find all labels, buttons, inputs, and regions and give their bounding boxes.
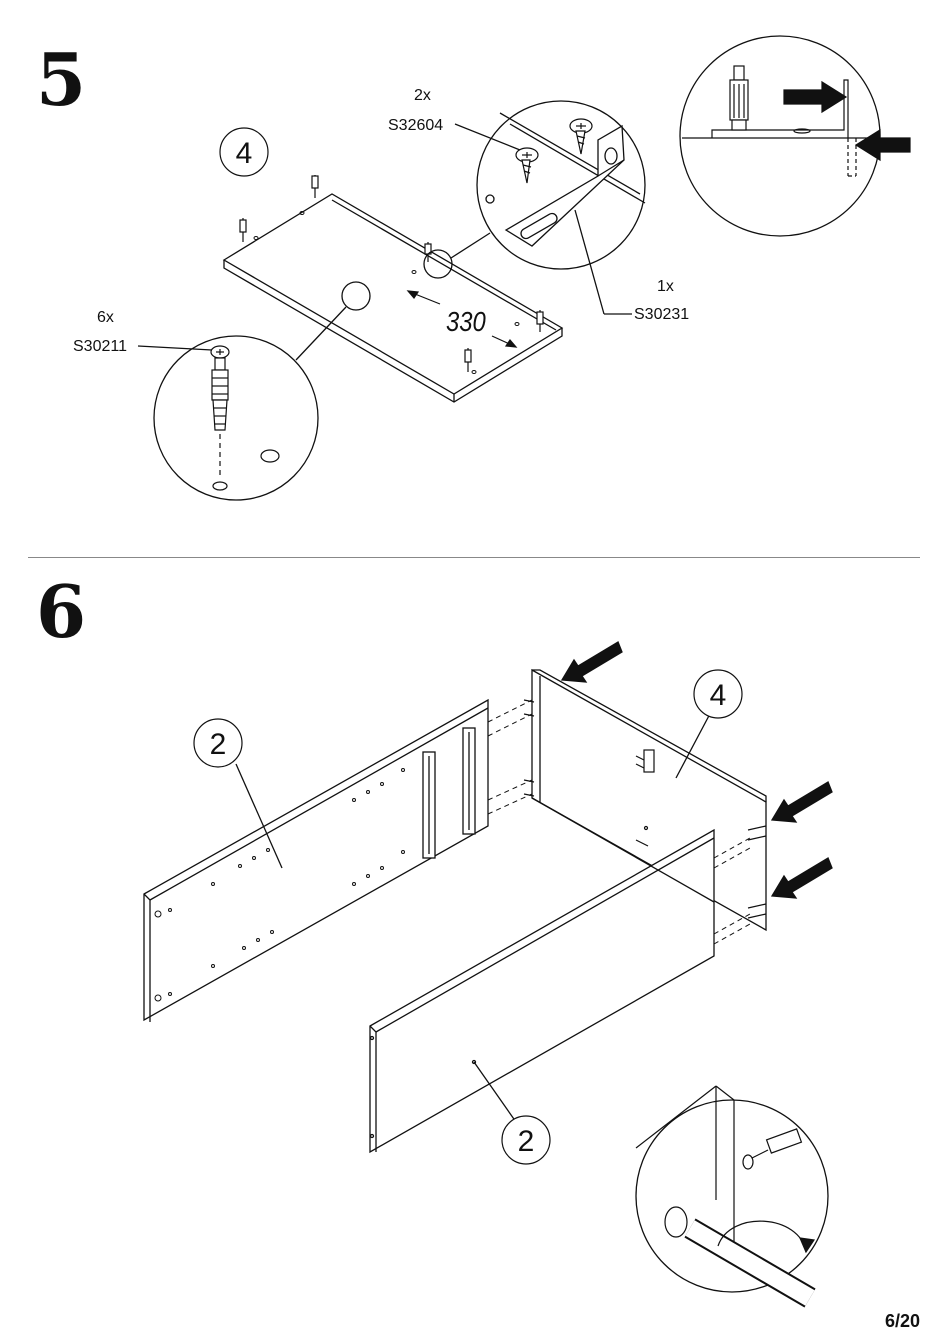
callout-4-step5: 4 <box>236 137 253 170</box>
leader-dowel-code <box>138 346 212 350</box>
dowel-dashes-left <box>488 700 532 814</box>
leader-bracket-code <box>575 210 604 314</box>
hw-qty-screw: 2x <box>414 88 431 104</box>
hw-code-dowel: S30211 <box>73 339 127 355</box>
hw-qty-bracket: 1x <box>657 279 674 295</box>
angle-bracket-detail <box>486 113 645 246</box>
leader-bracket <box>451 233 490 258</box>
callout-2-left: 2 <box>210 728 227 761</box>
arrow-1 <box>562 642 622 682</box>
push-detail <box>682 66 910 176</box>
callout-2-right: 2 <box>518 1125 535 1158</box>
dimension-label: 330 <box>446 306 486 338</box>
leader-screw <box>455 124 520 150</box>
arrow-2 <box>772 782 832 822</box>
detail-circle-dowel <box>154 336 318 500</box>
hw-code-screw: S32604 <box>388 118 443 134</box>
arrow-3 <box>772 858 832 898</box>
page-number: 6/20 <box>885 1311 920 1332</box>
cam-dowel-detail <box>211 346 279 490</box>
detail-circle-push <box>680 36 880 236</box>
callout-4-step6: 4 <box>710 679 727 712</box>
panel-4-flat <box>224 194 562 402</box>
side-panel-2-right <box>370 830 714 1152</box>
hw-qty-dowel: 6x <box>97 310 114 326</box>
hw-code-bracket: S30231 <box>634 307 689 323</box>
detail-circle-bracket <box>477 101 645 269</box>
